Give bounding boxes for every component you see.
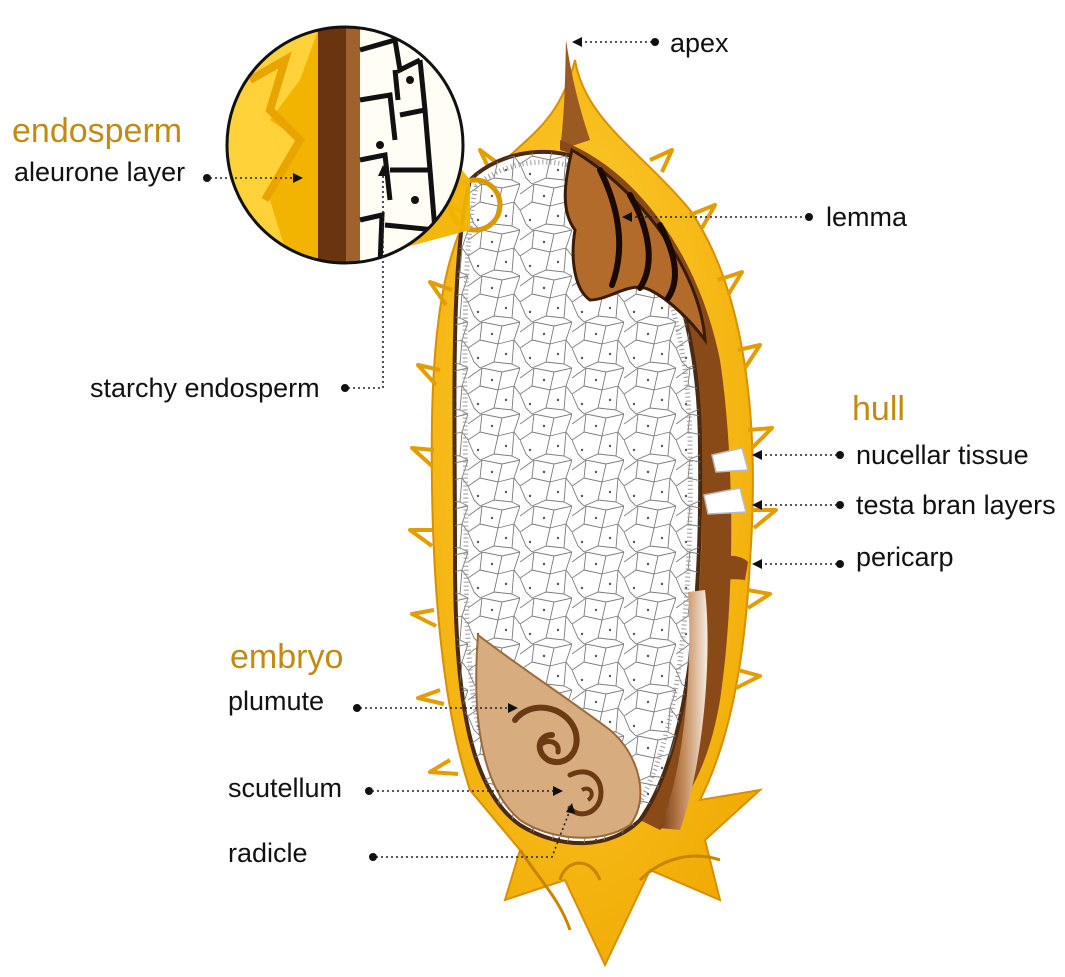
label-aleurone-layer: aleurone layer (14, 157, 185, 187)
label-starchy-endosperm: starchy endosperm (90, 373, 320, 403)
label-lemma: lemma (826, 202, 908, 232)
label-plumute: plumute (228, 686, 324, 716)
group-heading-endosperm: endosperm (12, 112, 182, 150)
label-radicle: radicle (228, 838, 308, 868)
label-apex: apex (670, 28, 729, 58)
label-testa-bran-layers: testa bran layers (856, 490, 1056, 520)
label-scutellum: scutellum (228, 773, 342, 803)
label-nucellar-tissue: nucellar tissue (856, 440, 1029, 470)
group-heading-embryo: embryo (230, 638, 343, 676)
label-pericarp: pericarp (856, 542, 954, 572)
group-heading-hull: hull (852, 390, 905, 428)
